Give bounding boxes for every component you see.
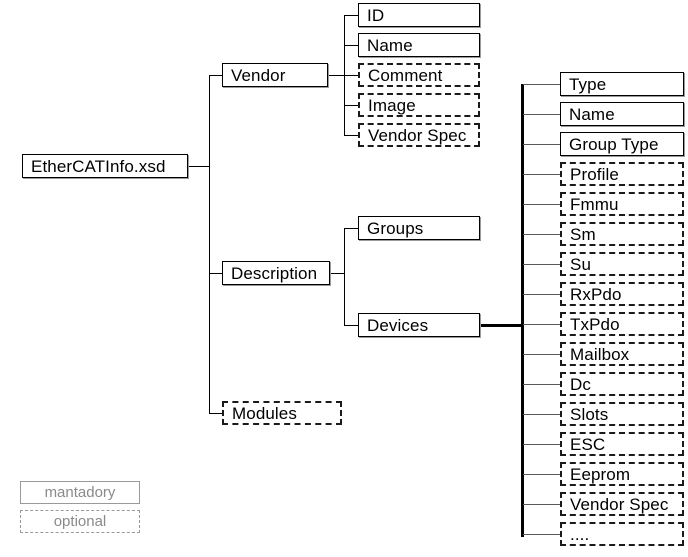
node-vendor-comment[interactable]: Comment: [358, 63, 480, 87]
connector-devices-child-name: [523, 114, 561, 115]
node-device-fmmu[interactable]: Fmmu: [560, 192, 684, 216]
node-device-profile[interactable]: Profile: [560, 162, 684, 186]
connector-devices-child-sm: [523, 234, 561, 235]
node-label: Vendor Spec: [570, 494, 669, 514]
node-label: Eeprom: [570, 464, 631, 484]
legend-label: optional: [53, 513, 107, 530]
node-device-group-type[interactable]: Group Type: [560, 132, 684, 156]
node-label: ....: [570, 524, 590, 544]
node-vendor-id[interactable]: ID: [358, 3, 480, 27]
node-vendor-vendor-spec[interactable]: Vendor Spec: [358, 123, 480, 147]
node-label: Sm: [570, 224, 596, 244]
connector-devices-child-txpdo: [523, 324, 561, 325]
node-ethercatinfo-xsd[interactable]: EtherCATInfo.xsd: [22, 154, 188, 178]
node-label: Group Type: [569, 134, 659, 154]
node-devices[interactable]: Devices: [358, 313, 480, 337]
connector-devices-child-su: [523, 264, 561, 265]
node-device-txpdo[interactable]: TxPdo: [560, 312, 684, 336]
node-device-slots[interactable]: Slots: [560, 402, 684, 426]
connector-vendor-trunk: [328, 75, 345, 76]
connector-devices-child-rxpdo: [523, 294, 561, 295]
node-label: ESC: [570, 434, 606, 454]
node-label: Image: [368, 95, 416, 115]
node-groups[interactable]: Groups: [358, 216, 480, 240]
node-label: Devices: [367, 315, 429, 335]
connector-devices-child-mailbox: [523, 354, 561, 355]
connector-root-trunk: [188, 166, 210, 167]
connector-vendor-child-image: [344, 105, 359, 106]
connector-description-trunk: [330, 273, 345, 274]
node-label: Name: [569, 104, 615, 124]
connector-devices-child-type: [523, 84, 561, 85]
node-label: Modules: [232, 403, 297, 423]
node-label: Vendor Spec: [368, 125, 467, 145]
node-device-type[interactable]: Type: [560, 72, 684, 96]
node-device-sm[interactable]: Sm: [560, 222, 684, 246]
node-label: RxPdo: [570, 284, 622, 304]
connector-trunk-devices-children: [521, 84, 524, 537]
connector-vendor-child-name: [344, 45, 359, 46]
connector-vendor-child-id: [344, 15, 359, 16]
node-device-su[interactable]: Su: [560, 252, 684, 276]
node-label: Comment: [368, 65, 443, 85]
connector-devices-child-dc: [523, 384, 561, 385]
connector-description-child-groups: [344, 228, 359, 229]
legend-label: mantadory: [44, 484, 116, 501]
node-description[interactable]: Description: [222, 261, 330, 285]
connector-devices-child-vendorspec: [523, 504, 561, 505]
connector-trunk-description: [209, 273, 223, 274]
connector-trunk-level1: [209, 75, 210, 413]
node-label: EtherCATInfo.xsd: [31, 156, 166, 176]
node-vendor[interactable]: Vendor: [222, 63, 328, 87]
legend-optional: optional: [20, 510, 140, 533]
node-label: Profile: [570, 164, 619, 184]
connector-devices-child-more: [523, 534, 561, 535]
connector-devices-child-slots: [523, 414, 561, 415]
connector-trunk-description-children: [344, 228, 345, 326]
node-label: Su: [570, 254, 591, 274]
node-label: Mailbox: [570, 344, 630, 364]
node-device-rxpdo[interactable]: RxPdo: [560, 282, 684, 306]
connector-trunk-modules: [209, 413, 223, 414]
node-label: ID: [367, 5, 385, 25]
node-label: Slots: [570, 404, 609, 424]
node-label: TxPdo: [570, 314, 620, 334]
node-device-dc[interactable]: Dc: [560, 372, 684, 396]
node-vendor-name[interactable]: Name: [358, 33, 480, 57]
node-label: Dc: [570, 374, 591, 394]
connector-devices-child-profile: [523, 174, 561, 175]
node-device-esc[interactable]: ESC: [560, 432, 684, 456]
connector-vendor-child-comment: [344, 75, 359, 76]
node-device-name[interactable]: Name: [560, 102, 684, 126]
connector-devices-child-group-type: [523, 144, 561, 145]
node-modules[interactable]: Modules: [222, 401, 342, 425]
node-label: Vendor: [231, 65, 286, 85]
connector-vendor-child-vendorspec: [344, 135, 359, 136]
legend-mandatory: mantadory: [20, 481, 140, 504]
node-device-more[interactable]: ....: [560, 522, 684, 546]
node-label: Type: [569, 74, 607, 94]
node-device-eeprom[interactable]: Eeprom: [560, 462, 684, 486]
node-label: Fmmu: [570, 194, 619, 214]
connector-trunk-vendor: [209, 75, 223, 76]
connector-devices-child-fmmu: [523, 204, 561, 205]
node-vendor-image[interactable]: Image: [358, 93, 480, 117]
node-device-vendor-spec[interactable]: Vendor Spec: [560, 492, 684, 516]
node-label: Groups: [367, 218, 424, 238]
node-label: Name: [367, 35, 413, 55]
node-label: Description: [231, 263, 318, 283]
connector-description-child-devices: [344, 325, 359, 326]
connector-devices-trunk: [480, 324, 524, 327]
connector-devices-child-eeprom: [523, 474, 561, 475]
connector-devices-child-esc: [523, 444, 561, 445]
node-device-mailbox[interactable]: Mailbox: [560, 342, 684, 366]
